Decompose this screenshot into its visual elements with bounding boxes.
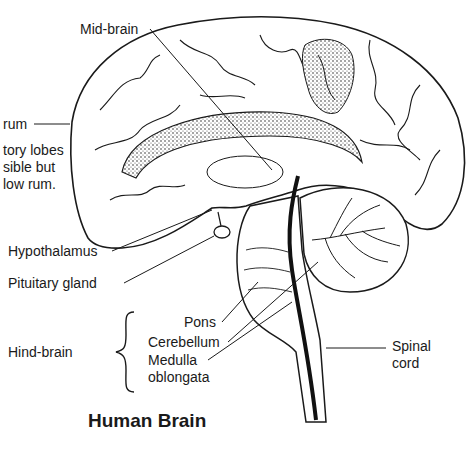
part-label: Mid-brain: [80, 21, 138, 38]
part-label: Pons: [184, 314, 216, 331]
part-label: Cerebellum: [148, 334, 220, 351]
part-label: rum: [3, 116, 27, 133]
note-text: tory lobes sible but low rum.: [3, 142, 67, 193]
bracket: [116, 312, 134, 392]
part-label: Pituitary gland: [8, 275, 97, 292]
leader-lines: [34, 29, 386, 360]
part-label: Hypothalamus: [8, 243, 98, 260]
part-label: Medulla oblongata: [148, 352, 218, 386]
caption: Human Brain: [88, 410, 206, 432]
part-label: Spinal cord: [392, 338, 444, 372]
group-label: Hind-brain: [8, 344, 73, 361]
